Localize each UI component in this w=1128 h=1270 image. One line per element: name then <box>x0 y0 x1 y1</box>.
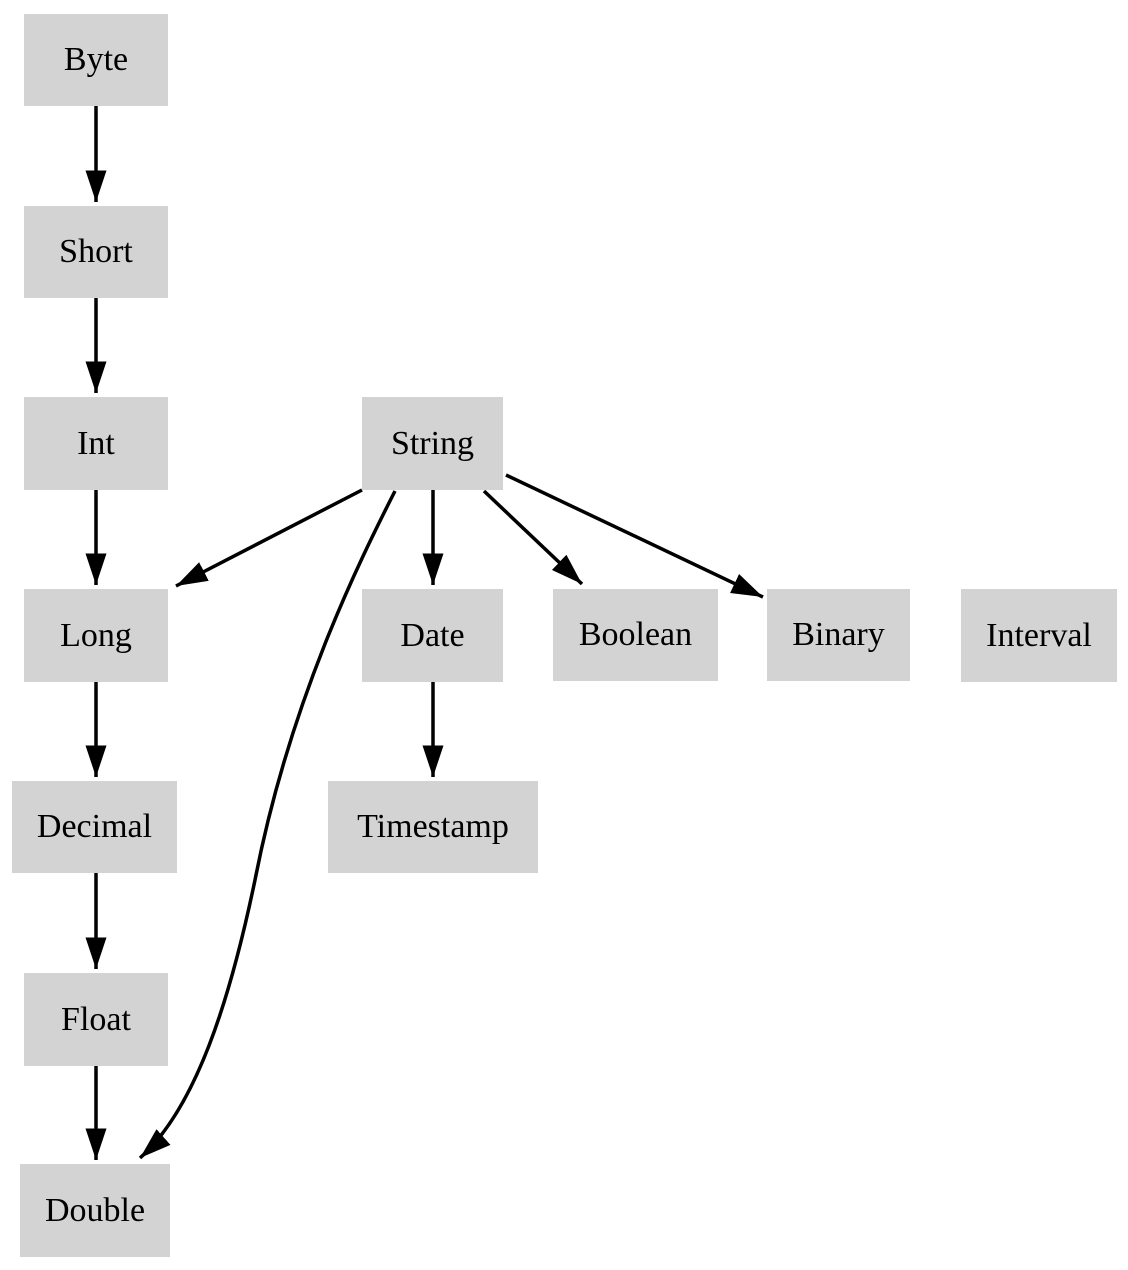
node-byte: Byte <box>24 14 168 106</box>
node-int: Int <box>24 397 168 490</box>
node-binary: Binary <box>767 589 910 681</box>
node-timestamp: Timestamp <box>328 781 538 873</box>
edge-string-double <box>138 490 397 1160</box>
node-string: String <box>362 397 503 490</box>
edge-string-binary <box>505 473 764 599</box>
edge-string-boolean <box>482 489 584 586</box>
node-float: Float <box>24 973 168 1066</box>
node-short: Short <box>24 206 168 298</box>
node-double: Double <box>20 1164 170 1257</box>
node-interval: Interval <box>961 589 1117 682</box>
node-boolean: Boolean <box>553 589 718 681</box>
node-date: Date <box>362 589 503 682</box>
node-decimal: Decimal <box>12 781 177 873</box>
node-long: Long <box>24 589 168 682</box>
edge-string-long <box>175 488 363 588</box>
